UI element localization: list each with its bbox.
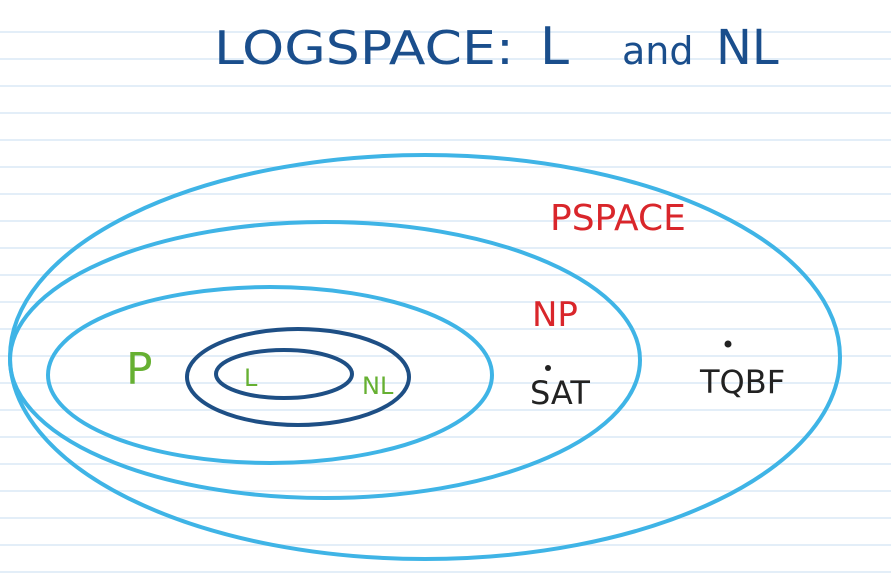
sat-point [545, 365, 551, 371]
p-ellipse [46, 285, 494, 465]
tqbf-label: TQBF [699, 363, 785, 401]
title-l-symbol: L [540, 17, 569, 77]
np-ellipse [8, 220, 642, 500]
np-label: NP [532, 295, 578, 335]
sat-label: SAT [530, 374, 590, 412]
l-label: L [244, 364, 258, 392]
nl-ellipse [185, 327, 411, 427]
pspace-label: PSPACE [550, 198, 686, 239]
l-ellipse [214, 348, 354, 400]
title-prefix: LOGSPACE: [214, 21, 514, 75]
title-nl-symbol: NL [716, 20, 779, 76]
p-label: P [126, 344, 153, 395]
nl-label: NL [362, 372, 394, 400]
title-conjunction: and [622, 29, 694, 73]
tqbf-point [724, 340, 732, 348]
